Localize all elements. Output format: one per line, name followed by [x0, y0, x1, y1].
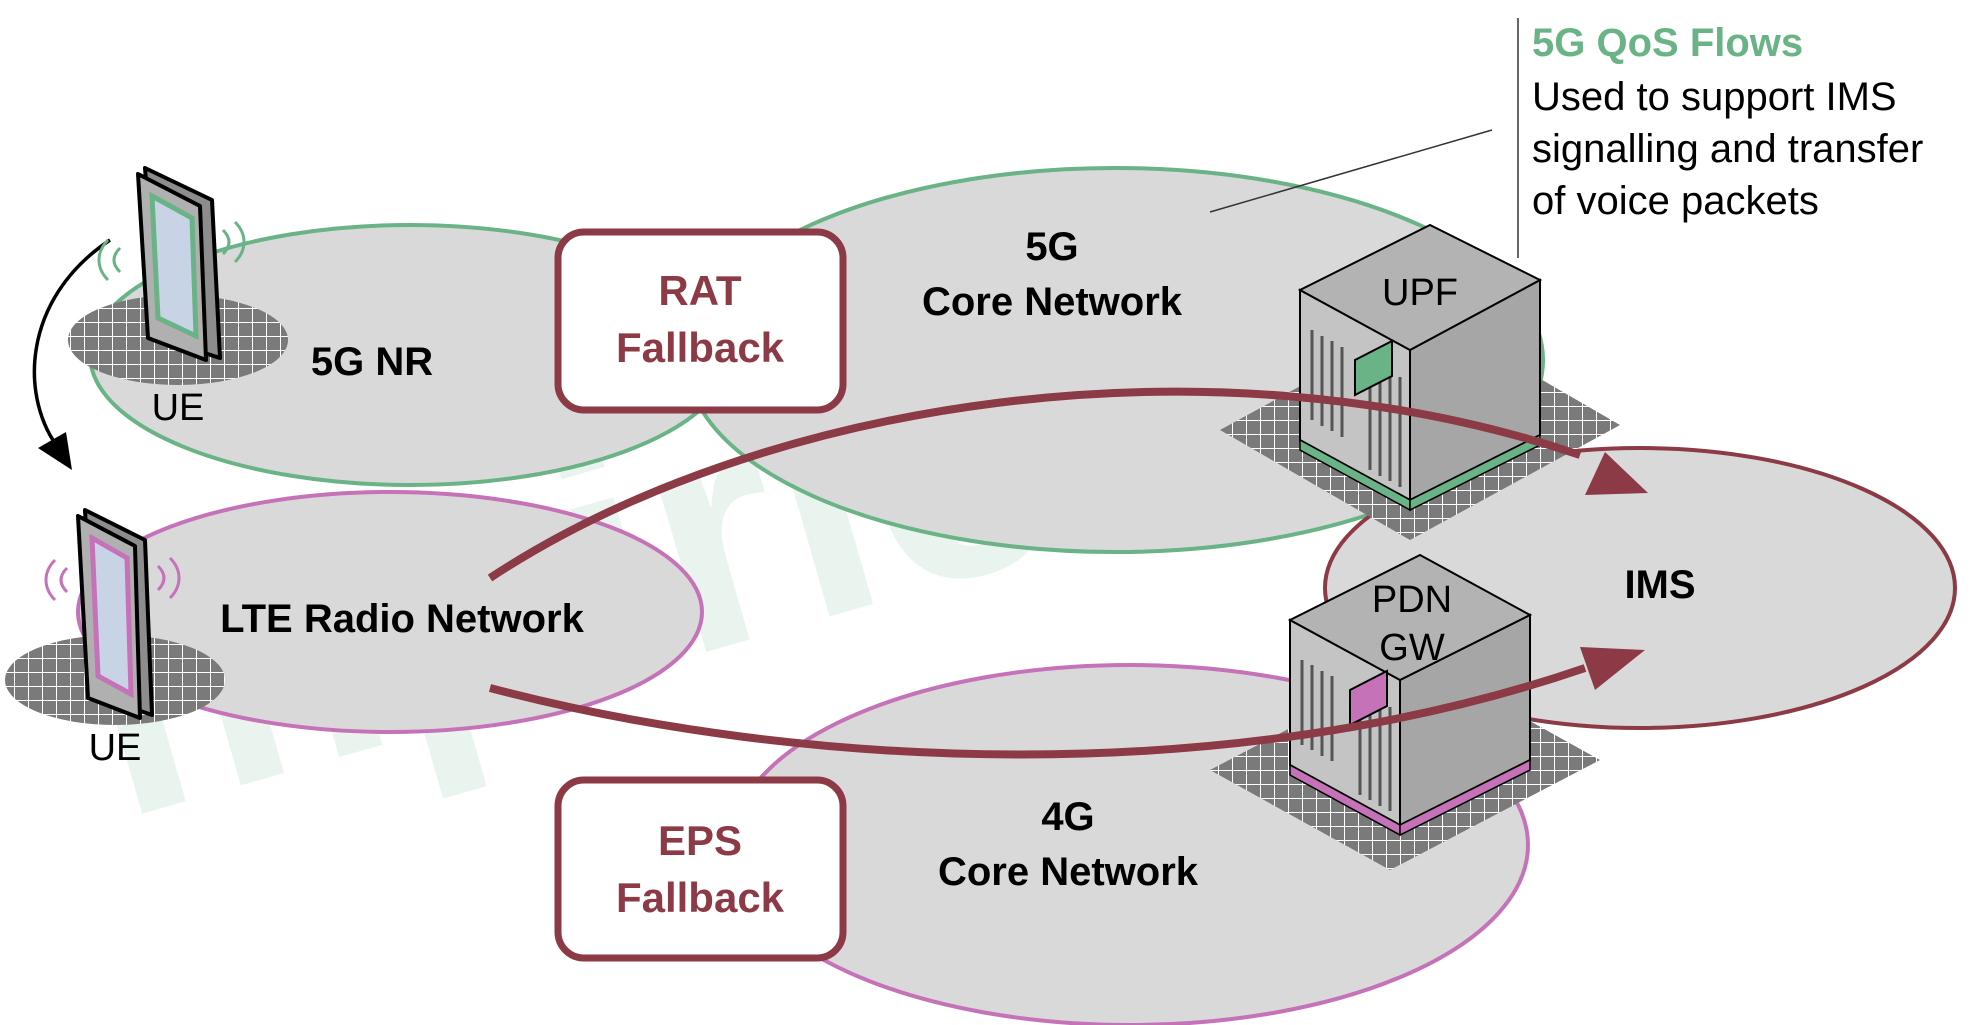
ue-bottom-device [5, 508, 225, 725]
arrow-5g-head [1585, 452, 1648, 495]
rat-fallback-line-1: RAT [658, 267, 742, 314]
ue-top-label: UE [152, 387, 205, 429]
upf-label: UPF [1382, 272, 1458, 314]
pdn-gw-server [1210, 553, 1600, 870]
core4g-label-2: Core Network [938, 850, 1199, 894]
core4g-label-1: 4G [1041, 795, 1094, 839]
eps-fallback-box [554, 776, 847, 962]
upf-server [1220, 223, 1620, 540]
pdn-label-2: GW [1379, 627, 1445, 669]
nr-label: 5G NR [311, 340, 433, 384]
handover-arrow [32, 238, 111, 452]
qos-line-1: Used to support IMS [1532, 75, 1897, 119]
arrow-4g-head [1580, 647, 1645, 690]
ue-bottom-label: UE [89, 727, 142, 769]
eps-fallback-line-2: Fallback [616, 874, 785, 921]
upf-panel [1354, 339, 1393, 397]
ue-top-device [68, 166, 288, 385]
qos-leader-line [1209, 129, 1493, 213]
eps-fallback-line-1: EPS [658, 817, 742, 864]
pdn-panel [1349, 669, 1388, 727]
lte-ellipse [76, 490, 704, 734]
handover-arrow-head [38, 432, 72, 470]
arrow-5g-path [487, 387, 1582, 582]
rat-fallback-box [554, 228, 847, 414]
pdn-label-1: PDN [1372, 579, 1452, 621]
arrow-4g-path [488, 664, 1587, 759]
qos-line-3: of voice packets [1532, 179, 1819, 223]
core5g-label-2: Core Network [922, 280, 1183, 324]
core5g-label-1: 5G [1025, 225, 1078, 269]
ims-label: IMS [1624, 563, 1695, 607]
lte-label: LTE Radio Network [220, 597, 584, 641]
qos-line-2: signalling and transfer [1532, 127, 1923, 171]
rat-fallback-line-2: Fallback [616, 324, 785, 371]
qos-title: 5G QoS Flows [1532, 21, 1803, 65]
